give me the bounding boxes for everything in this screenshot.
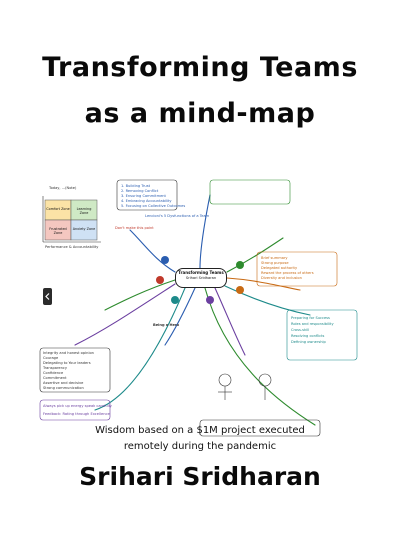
branch-teal xyxy=(224,285,311,316)
red-note: Don't make this point xyxy=(115,226,154,230)
orange-list-4: Reward the process of others xyxy=(261,271,314,275)
branch-top xyxy=(199,194,211,269)
dysfunction-list-1: 1. Building Trust xyxy=(121,184,150,188)
center-node-subtitle: Srihari Sridharan xyxy=(185,275,217,280)
teal-list-5: Defining ownership xyxy=(291,340,326,344)
numbered-nodes xyxy=(156,256,244,304)
zone-quadrant-chart xyxy=(42,196,101,243)
branch-leftgreen xyxy=(104,279,176,311)
teal-list-1: Preparing for Success xyxy=(291,316,330,320)
axis-x-label: Performance & Accountability xyxy=(45,245,99,249)
mind-map-branches xyxy=(39,179,358,437)
quadrant-frustrated: Frustrated Zone xyxy=(49,227,67,235)
dysfunctions-note: Lencioni's 5 Dysfunctions of a Team xyxy=(145,214,210,218)
left-list-1: Integrity and honest opinion xyxy=(43,351,94,355)
dysfunction-list-5: 5. Focusing on Collective Outcomes xyxy=(121,204,186,208)
left-list-6: Commitment xyxy=(43,376,67,380)
dysfunction-list-4: 4. Embracing Accountability xyxy=(121,199,172,203)
mind-map-illustration: Today, ...(Note) Comfort Zone Learning Z… xyxy=(35,160,365,490)
chevron-left-icon xyxy=(45,293,50,300)
center-node: Transforming Teams Srihari Sridharan xyxy=(175,268,227,288)
book-title-line-2: as a mind-map xyxy=(84,98,316,129)
orange-list-5: Diversity and inclusion xyxy=(261,276,302,280)
orange-list-3: Delegated authority xyxy=(261,266,298,270)
teal-list-3: Cross-skill xyxy=(291,328,310,332)
today-note: Today, ...(Note) xyxy=(49,186,77,190)
branch-bottomright xyxy=(204,287,316,426)
book-subtitle: Wisdom based on a $1M project executed r… xyxy=(0,423,400,455)
dysfunction-list-3: 3. Ensuring Commitment xyxy=(121,194,166,198)
book-author: Srihari Sridharan xyxy=(79,462,321,491)
left-list-4: Transparency xyxy=(43,366,67,370)
left-list-2: Courage xyxy=(43,356,59,360)
branch-bottomleft xyxy=(94,287,186,411)
left-list-3: Delegating to Your leaders xyxy=(43,361,91,365)
bottom-left-note-2: Feedback: Rating through Excellence xyxy=(43,412,110,416)
left-list-7: Assertive and decisive xyxy=(43,381,84,385)
collapse-panel-tab[interactable] xyxy=(43,288,52,305)
branch-leftpurple xyxy=(74,283,176,346)
subtitle-line-1: Wisdom based on a $1M project executed xyxy=(95,425,305,436)
teal-list-2: Roles and responsibility xyxy=(291,322,334,326)
quadrant-comfort: Comfort Zone xyxy=(46,207,70,211)
branch-blue xyxy=(129,229,176,273)
teal-list-4: Resolving conflicts xyxy=(291,334,325,338)
left-list-8: Strong communication xyxy=(43,386,84,390)
branch-lower xyxy=(164,287,196,346)
branch-orange xyxy=(226,277,301,291)
quadrant-learning: Learning Zone xyxy=(76,207,92,215)
subtitle-line-2: remotely during the pandemic xyxy=(123,441,277,452)
bottom-left-note-1: Always pick up energy speak carefully xyxy=(43,404,112,408)
book-title-line-1: Transforming Teams xyxy=(42,52,358,83)
orange-list-2: Strong purpose xyxy=(261,261,289,265)
center-node-title: Transforming Teams xyxy=(178,270,224,275)
dysfunction-list-2: 2. Removing Conflict xyxy=(121,189,159,193)
be-a-hero-label: Being a Hero xyxy=(153,323,180,327)
quadrant-anxiety: Anxiety Zone xyxy=(72,227,96,231)
left-list-5: Confidence xyxy=(43,371,64,375)
orange-list-1: Brief summary xyxy=(261,256,288,260)
branch-purple xyxy=(214,287,246,356)
